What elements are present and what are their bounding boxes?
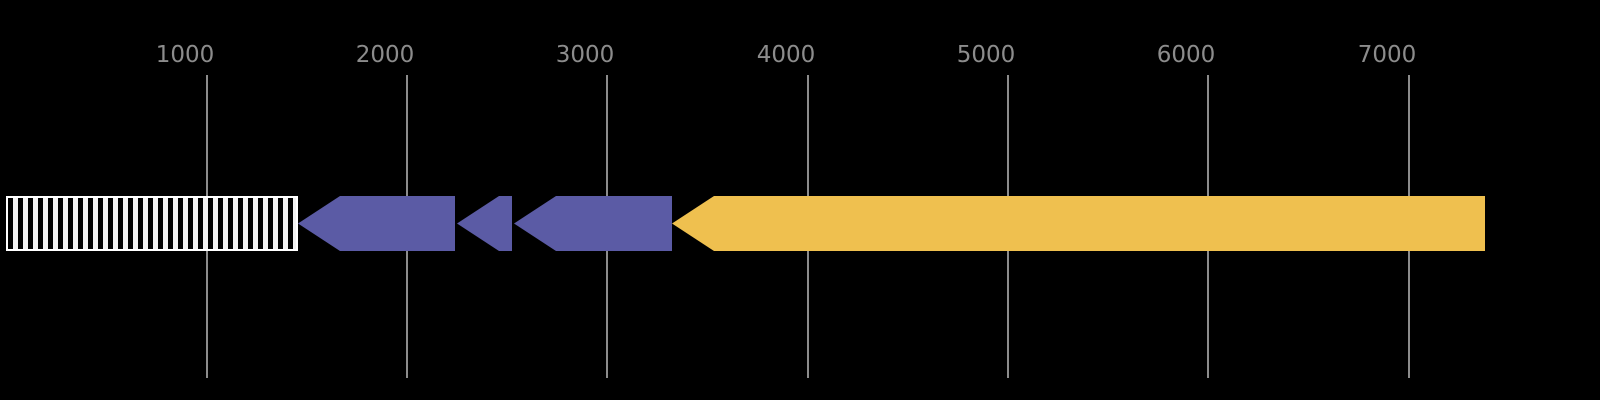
arrow-polygon xyxy=(298,196,455,251)
tick-label-1000: 1000 xyxy=(155,42,215,68)
tick-label-3000: 3000 xyxy=(555,42,615,68)
tick-label-6000: 6000 xyxy=(1156,42,1216,68)
arrow-polygon xyxy=(457,196,512,251)
feature-arrow-2 xyxy=(457,196,512,251)
feature-arrow-1 xyxy=(298,196,455,251)
arrow-polygon xyxy=(672,196,1485,251)
arrow-shape xyxy=(457,196,512,251)
arrow-shape xyxy=(514,196,672,251)
tick-label-2000: 2000 xyxy=(355,42,415,68)
feature-arrow-3 xyxy=(514,196,672,251)
tick-label-4000: 4000 xyxy=(756,42,816,68)
arrow-shape xyxy=(672,196,1485,251)
tick-label-5000: 5000 xyxy=(956,42,1016,68)
feature-hatched-region xyxy=(6,196,298,251)
arrow-polygon xyxy=(514,196,672,251)
tick-label-7000: 7000 xyxy=(1357,42,1417,68)
feature-arrow-4 xyxy=(672,196,1485,251)
arrow-shape xyxy=(298,196,455,251)
